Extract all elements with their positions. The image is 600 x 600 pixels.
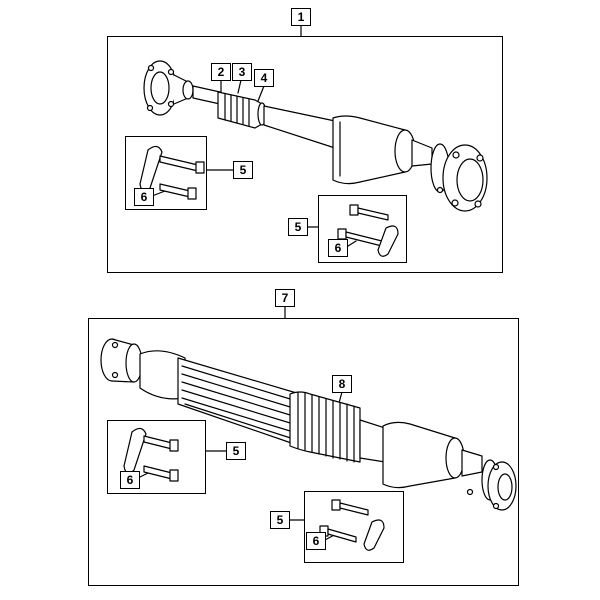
callout-6-top-left: 6 — [134, 188, 154, 206]
leader-line-3 — [237, 79, 242, 94]
callout-5-top-left: 5 — [233, 161, 253, 179]
callout-1: 1 — [291, 8, 311, 26]
callout-6-bottom-right: 6 — [306, 532, 326, 550]
callout-7: 7 — [275, 289, 295, 307]
callout-6-top-right: 6 — [328, 239, 348, 257]
callout-5-top-right: 5 — [288, 218, 308, 236]
callout-5-bottom-left: 5 — [226, 442, 246, 460]
driveshaft-bottom — [100, 338, 517, 511]
driveshaft-top — [143, 60, 488, 212]
leader-line-6a — [151, 190, 166, 197]
callout-2: 2 — [211, 63, 231, 81]
assembly-frame-top — [107, 36, 503, 273]
bolt-kit-frame-bottom-right — [304, 491, 404, 563]
callout-3: 3 — [232, 63, 252, 81]
callout-4: 4 — [254, 69, 274, 87]
bolt-kit-top-left — [139, 145, 205, 200]
bolt-kit-frame-top-left — [125, 136, 207, 210]
leader-line-8 — [338, 391, 343, 404]
callout-8: 8 — [332, 375, 352, 393]
bolt-kit-frame-bottom-left — [107, 420, 206, 494]
bolt-kit-bottom-right — [319, 499, 385, 551]
callout-5-bottom-right: 5 — [270, 511, 290, 529]
bolt-kit-frame-top-right — [318, 195, 407, 263]
bolt-kit-bottom-left — [123, 427, 179, 482]
assembly-frame-bottom — [88, 318, 519, 586]
bolt-kit-top-right — [337, 204, 399, 257]
callout-6-bottom-left: 6 — [120, 471, 140, 489]
leader-line-4 — [257, 85, 265, 102]
